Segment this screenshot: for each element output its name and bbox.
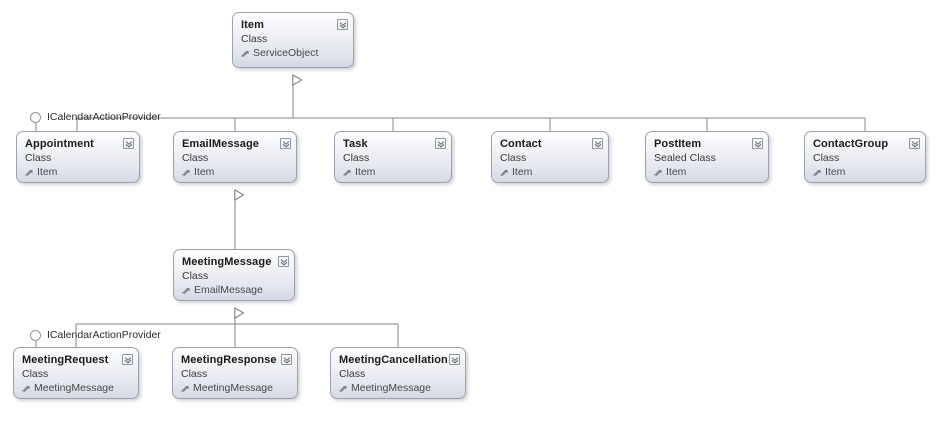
class-base-row: MeetingMessage — [339, 381, 457, 395]
interface-circle-icon — [30, 330, 41, 341]
class-box-appointment[interactable]: Appointment Class Item — [16, 131, 140, 183]
class-box-meetingresponse[interactable]: MeetingResponse Class MeetingMessage — [172, 347, 298, 399]
class-base-row: Item — [343, 165, 443, 179]
class-kind: Class — [22, 368, 49, 380]
class-base-row: Item — [654, 165, 760, 179]
class-name: EmailMessage — [182, 138, 260, 150]
chevron-double-down-icon[interactable] — [281, 354, 292, 365]
class-base-row: Item — [25, 165, 131, 179]
class-name: MeetingResponse — [181, 354, 277, 366]
chevron-double-down-icon[interactable] — [449, 354, 460, 365]
class-base-name: Item — [512, 166, 533, 178]
class-kind: Class — [500, 152, 527, 164]
interface-label: ICalendarActionProvider — [47, 111, 161, 123]
class-base-row: Item — [813, 165, 917, 179]
class-base-name: Item — [666, 166, 687, 178]
class-base-name: MeetingMessage — [193, 382, 273, 394]
class-name: PostItem — [654, 138, 702, 150]
class-base-name: MeetingMessage — [34, 382, 114, 394]
class-kind: Class — [182, 270, 209, 282]
class-box-item[interactable]: Item Class ServiceObject — [232, 12, 354, 68]
inherits-arrow-icon — [22, 384, 31, 393]
inherits-arrow-icon — [181, 384, 190, 393]
class-base-name: ServiceObject — [253, 47, 319, 59]
class-box-postitem[interactable]: PostItem Sealed Class Item — [645, 131, 769, 183]
class-box-meetingcancellation[interactable]: MeetingCancellation Class MeetingMessage — [330, 347, 466, 399]
class-kind: Class — [813, 152, 840, 164]
class-base-row: Item — [500, 165, 600, 179]
class-base-row: Item — [182, 165, 288, 179]
class-kind: Sealed Class — [654, 152, 716, 164]
class-base-row: MeetingMessage — [181, 381, 289, 395]
class-base-name: Item — [194, 166, 215, 178]
chevron-double-down-icon[interactable] — [337, 19, 348, 30]
class-kind: Class — [25, 152, 52, 164]
class-kind: Class — [182, 152, 209, 164]
chevron-double-down-icon[interactable] — [123, 138, 134, 149]
inherits-arrow-icon — [241, 49, 250, 58]
class-kind: Class — [339, 368, 366, 380]
class-base-row: MeetingMessage — [22, 381, 130, 395]
class-base-row: EmailMessage — [182, 283, 286, 297]
class-name: Contact — [500, 138, 542, 150]
class-base-name: EmailMessage — [194, 284, 263, 296]
class-name: ContactGroup — [813, 138, 889, 150]
interface-label: ICalendarActionProvider — [47, 329, 161, 341]
inherits-arrow-icon — [654, 168, 663, 177]
class-base-name: Item — [37, 166, 58, 178]
chevron-double-down-icon[interactable] — [122, 354, 133, 365]
chevron-double-down-icon[interactable] — [909, 138, 920, 149]
chevron-double-down-icon[interactable] — [280, 138, 291, 149]
class-name: MeetingRequest — [22, 354, 109, 366]
class-base-name: Item — [355, 166, 376, 178]
chevron-double-down-icon[interactable] — [435, 138, 446, 149]
class-box-contactgroup[interactable]: ContactGroup Class Item — [804, 131, 926, 183]
inherits-arrow-icon — [25, 168, 34, 177]
class-name: Appointment — [25, 138, 94, 150]
class-name: MeetingCancellation — [339, 354, 448, 366]
class-box-emailmessage[interactable]: EmailMessage Class Item — [173, 131, 297, 183]
class-name: MeetingMessage — [182, 256, 272, 268]
class-base-row: ServiceObject — [241, 46, 345, 60]
inherits-arrow-icon — [813, 168, 822, 177]
inherits-arrow-icon — [339, 384, 348, 393]
inherits-arrow-icon — [343, 168, 352, 177]
chevron-double-down-icon[interactable] — [752, 138, 763, 149]
class-base-name: Item — [825, 166, 846, 178]
chevron-double-down-icon[interactable] — [592, 138, 603, 149]
inherits-arrow-icon — [182, 286, 191, 295]
inherits-arrow-icon — [182, 168, 191, 177]
class-box-contact[interactable]: Contact Class Item — [491, 131, 609, 183]
class-name: Item — [241, 19, 265, 31]
interface-circle-icon — [30, 112, 41, 123]
class-box-meetingrequest[interactable]: MeetingRequest Class MeetingMessage — [13, 347, 139, 399]
class-kind: Class — [241, 33, 268, 45]
class-box-meetingmessage[interactable]: MeetingMessage Class EmailMessage — [173, 249, 295, 301]
class-box-task[interactable]: Task Class Item — [334, 131, 452, 183]
class-base-name: MeetingMessage — [351, 382, 431, 394]
inherits-arrow-icon — [500, 168, 509, 177]
chevron-double-down-icon[interactable] — [278, 256, 289, 267]
class-kind: Class — [343, 152, 370, 164]
class-name: Task — [343, 138, 368, 150]
class-kind: Class — [181, 368, 208, 380]
